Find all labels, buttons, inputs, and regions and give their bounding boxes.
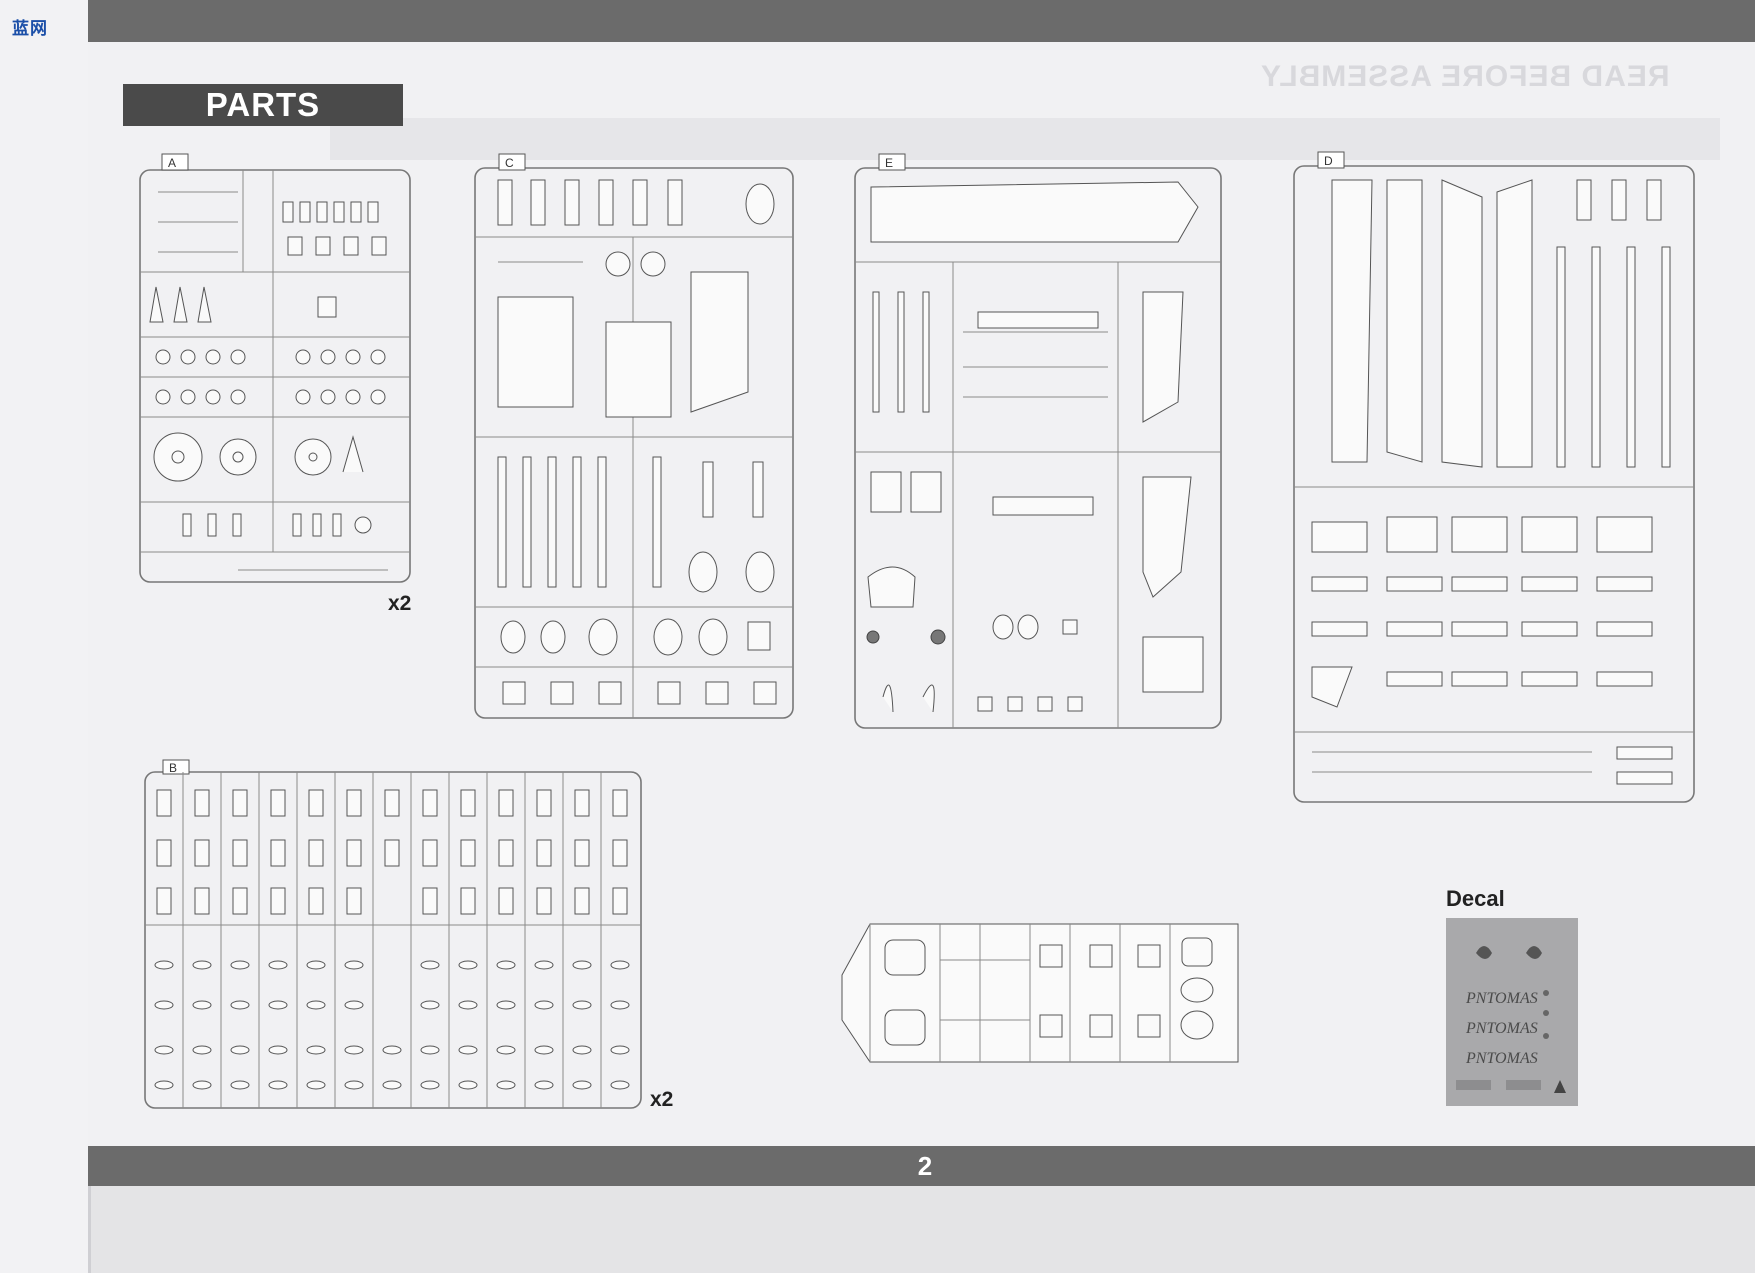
page-number: 2 [917,1151,933,1181]
sprue-a-multiplier: x2 [388,592,412,615]
top-bar [88,0,1755,42]
site-logo: 蓝网 [6,8,66,38]
bleed-through-bar [330,118,1720,160]
sprue-c-letter: C [505,156,514,170]
page-title: PARTS [123,84,403,126]
site-logo-text: 蓝网 [12,19,48,38]
sprue-e-diagram: E [854,153,1222,729]
decal-sheet: PNTOMAS PNTOMAS PNTOMAS [1446,918,1578,1106]
sprue-b-multiplier: x2 [650,1088,674,1111]
sprue-a-diagram: A [139,153,411,583]
sprue-b-diagram: B [144,759,642,1109]
decal-title: Decal [1446,886,1505,911]
decal-logo-3: PNTOMAS [1465,1050,1538,1067]
sprue-d-diagram: D [1293,151,1695,803]
decal-logo-2: PNTOMAS [1465,1020,1538,1037]
sprue-a-letter: A [168,156,176,170]
page-binding-strip [0,0,91,1273]
sprue-e-letter: E [885,156,893,170]
sprue-b-letter: B [169,761,177,775]
decal-logo-1: PNTOMAS [1465,990,1538,1007]
sprue-d-letter: D [1324,154,1333,168]
sprue-c-diagram: C [474,153,794,719]
bottom-bar [88,1146,1755,1186]
decal-sheet-art: PNTOMAS PNTOMAS PNTOMAS [1456,946,1566,1093]
bleed-through-heading: READ BEFORE ASSEMBLY [1260,60,1670,93]
hull-part-diagram [841,923,1239,1063]
